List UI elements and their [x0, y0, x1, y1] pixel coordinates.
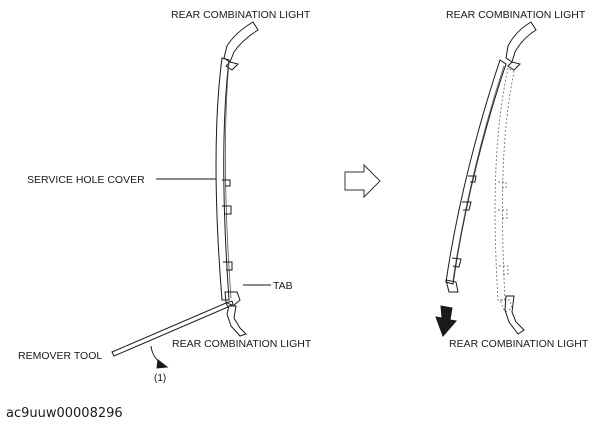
label-right-bottom-light: REAR COMBINATION LIGHT	[449, 338, 589, 350]
right-arrow-outline-icon	[344, 163, 381, 199]
label-step-number: (1)	[154, 373, 166, 384]
left-top-light-flange	[223, 21, 259, 71]
right-service-hole-cover	[445, 59, 507, 293]
left-service-hole-cover	[215, 57, 233, 301]
label-left-bottom-light: REAR COMBINATION LIGHT	[172, 338, 312, 350]
label-tab: TAB	[273, 280, 293, 292]
left-bottom-light-flange	[224, 291, 247, 337]
original-position-outline	[494, 67, 515, 313]
label-service-hole-cover: SERVICE HOLE COVER	[27, 174, 145, 186]
label-remover-tool: REMOVER TOOL	[18, 350, 102, 362]
remover-tool	[111, 300, 234, 357]
right-panel: REAR COMBINATION LIGHT REAR COMBINATION …	[435, 9, 589, 350]
figure-code: ac9uuw00008296	[6, 406, 123, 421]
left-panel: REAR COMBINATION LIGHT SERVICE HOLE COVE…	[18, 9, 312, 384]
right-top-light-flange	[505, 21, 537, 71]
right-bottom-light-flange	[504, 295, 525, 335]
curved-arrow-icon	[150, 345, 169, 369]
down-arrow-solid-icon	[435, 305, 457, 337]
label-left-top-light: REAR COMBINATION LIGHT	[171, 9, 311, 21]
label-right-top-light: REAR COMBINATION LIGHT	[446, 9, 586, 21]
